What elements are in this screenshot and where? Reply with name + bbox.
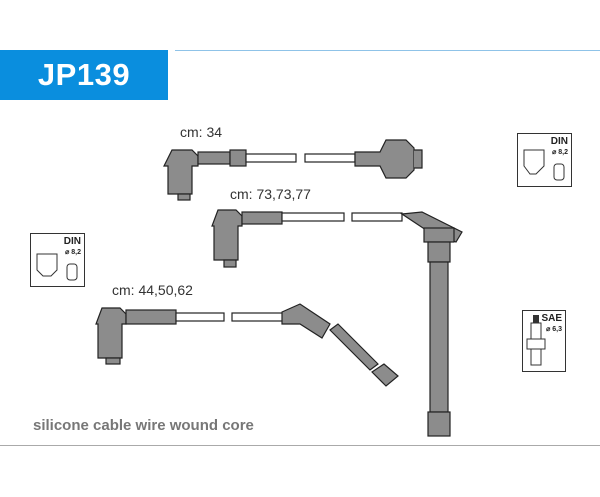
din-distributor-icon: DIN ⌀ 8,2 — [517, 133, 572, 187]
header-divider — [175, 50, 600, 51]
sae-spark-plug-icon: SAE ⌀ 6,3 — [522, 310, 566, 372]
footer-divider — [0, 445, 600, 446]
part-number-badge: JP139 — [0, 50, 168, 100]
wire-73-73-77 — [211, 209, 463, 437]
din-distributor-icon: DIN ⌀ 8,2 — [30, 233, 85, 287]
wire-length-label: cm: 44,50,62 — [112, 282, 193, 298]
wire-34 — [163, 139, 423, 201]
footer-description: silicone cable wire wound core — [33, 417, 254, 434]
wire-length-label: cm: 73,73,77 — [230, 186, 311, 202]
wire-44-50-62 — [95, 303, 399, 387]
wire-length-label: cm: 34 — [180, 124, 223, 140]
